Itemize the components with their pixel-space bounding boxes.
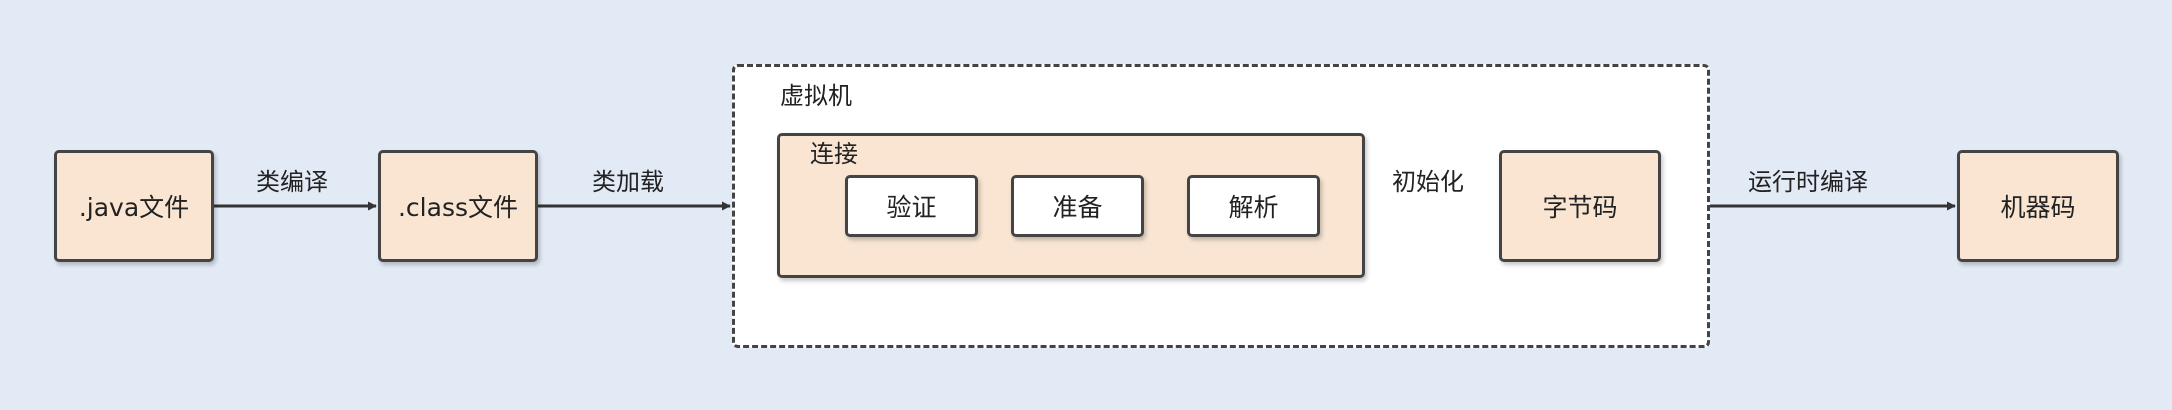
edge-label-compile-class: 类编译 <box>256 168 328 196</box>
edge-label-initialization: 初始化 <box>1392 168 1464 196</box>
verify-label: 验证 <box>886 193 937 222</box>
bytecode-node: 字节码 <box>1499 150 1661 262</box>
edge-label-class-loading: 类加载 <box>592 168 664 196</box>
edge-label-runtime-compile: 运行时编译 <box>1748 168 1868 196</box>
resolve-label: 解析 <box>1228 193 1279 222</box>
java-file-node: .java文件 <box>54 150 214 262</box>
prepare-label: 准备 <box>1052 193 1103 222</box>
verify-node: 验证 <box>845 175 978 237</box>
class-file-label: .class文件 <box>397 193 518 222</box>
prepare-node: 准备 <box>1011 175 1144 237</box>
machine-code-node: 机器码 <box>1957 150 2119 262</box>
machine-code-label: 机器码 <box>2000 193 2076 222</box>
linking-title: 连接 <box>810 140 858 168</box>
class-file-node: .class文件 <box>378 150 538 262</box>
java-file-label: .java文件 <box>78 193 190 222</box>
resolve-node: 解析 <box>1187 175 1320 237</box>
bytecode-label: 字节码 <box>1542 193 1618 222</box>
jvm-title: 虚拟机 <box>780 82 852 110</box>
